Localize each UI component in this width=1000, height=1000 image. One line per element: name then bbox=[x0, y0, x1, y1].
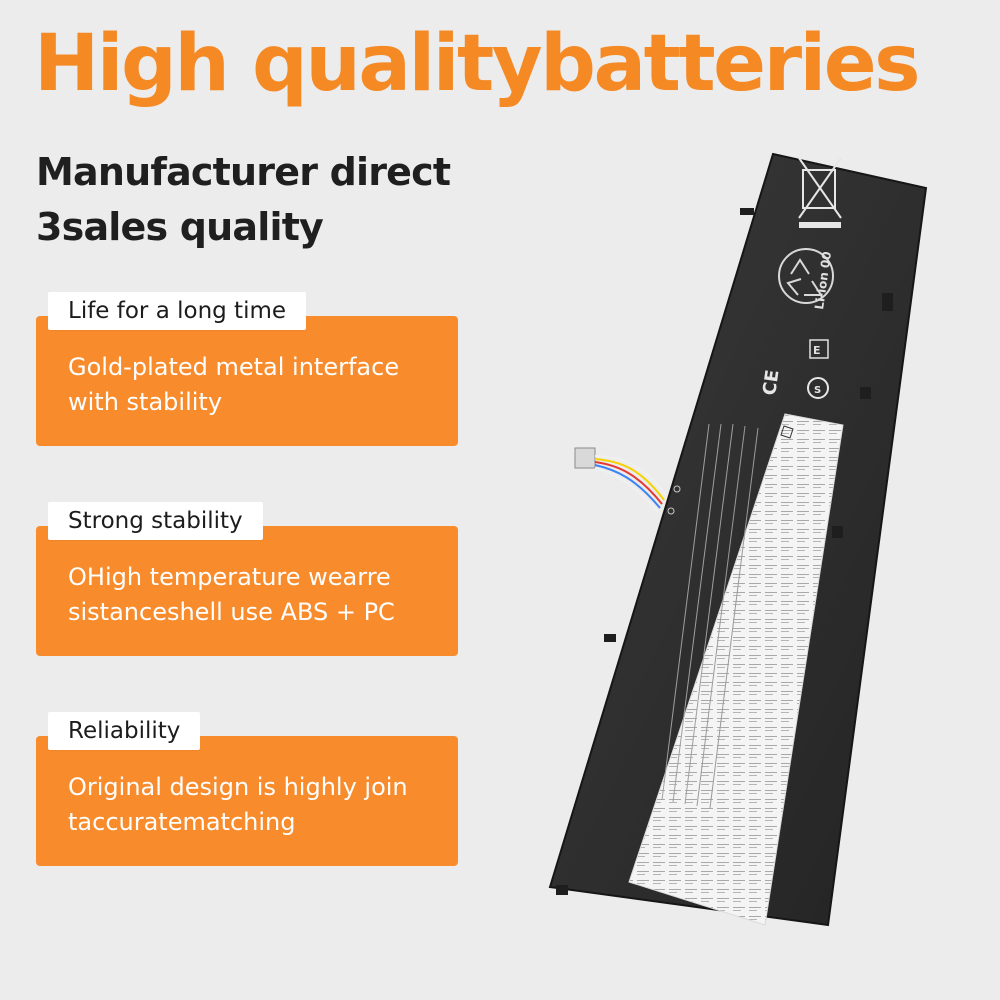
battery-printed-text bbox=[661, 423, 759, 809]
feature-description-line: with stability bbox=[68, 388, 223, 416]
battery-body bbox=[548, 152, 928, 927]
battery-tab bbox=[860, 387, 871, 399]
battery-wire bbox=[594, 455, 667, 496]
feature-tag-strong-stability: Strong stability bbox=[48, 502, 263, 540]
headline: High qualitybatteries bbox=[34, 19, 921, 109]
subheadline-line-2: 3sales quality bbox=[36, 205, 324, 249]
warning-triangle-icon bbox=[780, 425, 794, 439]
feature-description-line: OHigh temperature wearre bbox=[68, 563, 391, 591]
feature-description: OHigh temperature wearre sistanceshell u… bbox=[68, 560, 440, 630]
feature-card-reliability: Original design is highly join taccurate… bbox=[36, 736, 458, 866]
battery-wire bbox=[594, 458, 665, 501]
battery-image: Li-ion 00 E CE S bbox=[548, 152, 928, 927]
feature-tag-reliability: Reliability bbox=[48, 712, 201, 750]
svg-text:E: E bbox=[813, 344, 821, 357]
polarity-minus-icon bbox=[667, 507, 675, 515]
feature-description-line: Gold-plated metal interface bbox=[68, 353, 400, 381]
battery-wire bbox=[594, 467, 659, 513]
battery-wire bbox=[594, 461, 663, 505]
certification-mark-icon: E bbox=[809, 339, 829, 359]
ce-mark: CE bbox=[759, 369, 783, 397]
recycle-icon bbox=[778, 248, 834, 304]
battery-connector bbox=[574, 447, 596, 469]
battery-tab bbox=[832, 526, 843, 538]
feature-description: Gold-plated metal interface with stabili… bbox=[68, 350, 440, 420]
battery-tab bbox=[604, 634, 616, 642]
feature-card-long-life: Gold-plated metal interface with stabili… bbox=[36, 316, 458, 446]
svg-text:S: S bbox=[814, 385, 821, 396]
polarity-plus-icon bbox=[673, 485, 681, 493]
battery-tab bbox=[882, 293, 893, 311]
battery-tab bbox=[740, 208, 754, 215]
feature-description-line: taccuratematching bbox=[68, 808, 296, 836]
certification-circle-icon: S bbox=[807, 377, 829, 399]
crossed-bin-icon bbox=[798, 157, 842, 228]
feature-description-line: Original design is highly join bbox=[68, 773, 408, 801]
subheadline-line-1: Manufacturer direct bbox=[36, 150, 451, 194]
battery-wire bbox=[594, 464, 661, 509]
feature-tag-long-life: Life for a long time bbox=[48, 292, 307, 330]
feature-description-line: sistanceshell use ABS + PC bbox=[68, 598, 395, 626]
feature-description: Original design is highly join taccurate… bbox=[68, 770, 440, 840]
battery-tab bbox=[556, 885, 568, 895]
battery-product-image: Li-ion 00 E CE S bbox=[540, 140, 960, 930]
feature-card-strong-stability: OHigh temperature wearre sistanceshell u… bbox=[36, 526, 458, 656]
battery-spec-label bbox=[628, 413, 844, 926]
